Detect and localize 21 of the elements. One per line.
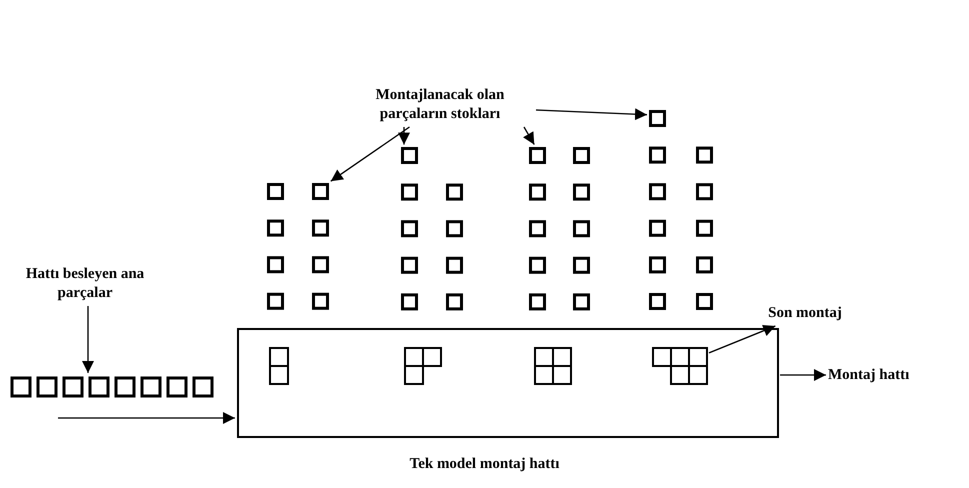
arrow bbox=[58, 412, 235, 424]
arrow bbox=[708, 324, 776, 354]
callout-label: Son montaj bbox=[765, 304, 845, 324]
parts-stack-drawing bbox=[649, 110, 713, 310]
arrow bbox=[523, 126, 535, 145]
arrow bbox=[780, 369, 826, 381]
arrow bbox=[330, 126, 410, 182]
callout-label: Montaj hattı bbox=[828, 366, 928, 386]
caption-text: Hattı besleyen ana parçalar bbox=[18, 265, 152, 305]
parts-stack-drawing bbox=[267, 183, 329, 310]
caption-text: Montajlanacak olan parçaların stokları bbox=[345, 86, 535, 126]
subassembly-drawing bbox=[269, 347, 289, 387]
parts-stack-drawing bbox=[401, 146, 463, 310]
caption-text: Tek model montaj hattı bbox=[410, 456, 560, 472]
subassembly-drawing bbox=[652, 347, 710, 387]
arrow bbox=[82, 306, 94, 373]
subassembly-drawing bbox=[534, 347, 570, 387]
arrow bbox=[398, 127, 410, 145]
arrow bbox=[536, 108, 648, 120]
subassembly-drawing bbox=[404, 347, 440, 387]
parts-stack-drawing bbox=[529, 146, 590, 310]
